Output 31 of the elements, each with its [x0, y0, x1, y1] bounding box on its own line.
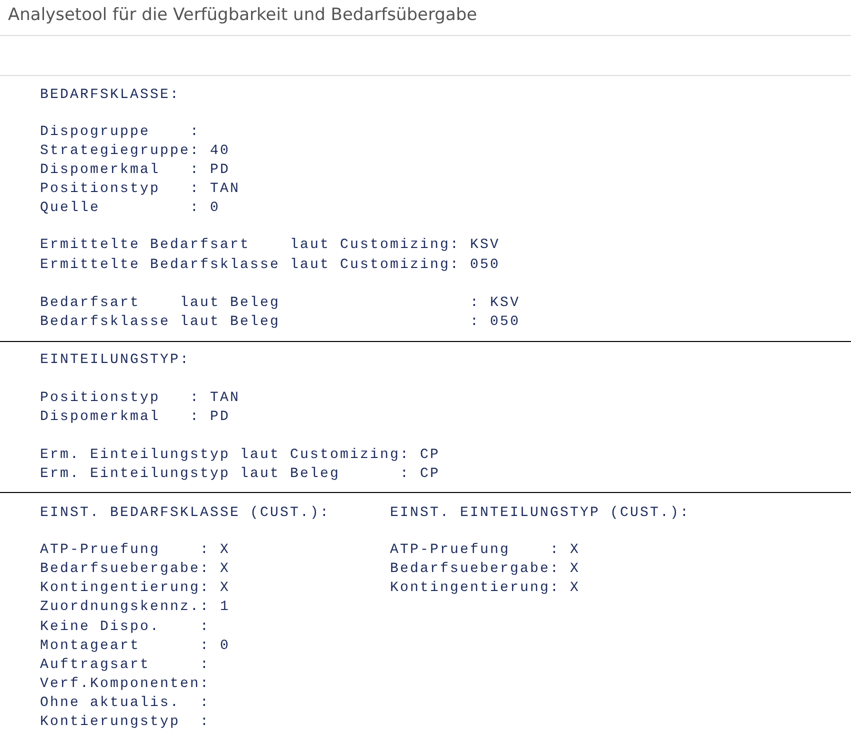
text-line: BEDARFSKLASSE:: [40, 86, 180, 105]
text-line: Positionstyp : TAN: [40, 180, 240, 199]
text-line: Verf.Komponenten:: [40, 675, 210, 694]
text-line: Bedarfsklasse laut Beleg : 050: [40, 313, 520, 332]
text-line: Erm. Einteilungstyp laut Beleg : CP: [40, 465, 440, 484]
text-line: EINTEILUNGSTYP:: [40, 351, 190, 370]
text-line: Kontingentierung: X: [390, 579, 580, 598]
page-title: Analysetool für die Verfügbarkeit und Bedarfsübergabe: [8, 5, 478, 25]
text-line: Kontingentierung: X: [40, 579, 230, 598]
text-line: Ermittelte Bedarfsklasse laut Customizing: 050: [40, 256, 500, 275]
text-line: Dispomerkmal : PD: [40, 161, 230, 180]
text-line: Bedarfsuebergabe: X: [40, 560, 230, 579]
text-line: ATP-Pruefung : X: [390, 541, 580, 560]
text-line: Bedarfsuebergabe: X: [390, 560, 580, 579]
text-line: Kontierungstyp :: [40, 713, 210, 732]
text-line: Auftragsart :: [40, 656, 210, 675]
text-line: Ermittelte Bedarfsart laut Customizing: KSV: [40, 236, 500, 255]
text-line: Erm. Einteilungstyp laut Customizing: CP: [40, 446, 440, 465]
text-line: EINST. BEDARFSKLASSE (CUST.):: [40, 504, 330, 523]
text-line: Positionstyp : TAN: [40, 389, 240, 408]
text-line: Bedarfsart laut Beleg : KSV: [40, 294, 520, 313]
text-line: Dispogruppe :: [40, 123, 200, 142]
text-line: EINST. EINTEILUNGSTYP (CUST.):: [390, 504, 690, 523]
text-line: Ohne aktualis. :: [40, 694, 210, 713]
text-line: Zuordnungskennz.: 1: [40, 598, 230, 617]
text-line: Keine Dispo. :: [40, 618, 210, 637]
text-line: ATP-Pruefung : X: [40, 541, 230, 560]
text-line: Strategiegruppe: 40: [40, 142, 230, 161]
text-line: Quelle : 0: [40, 199, 220, 218]
text-line: Dispomerkmal : PD: [40, 408, 230, 427]
text-line: Montageart : 0: [40, 637, 230, 656]
